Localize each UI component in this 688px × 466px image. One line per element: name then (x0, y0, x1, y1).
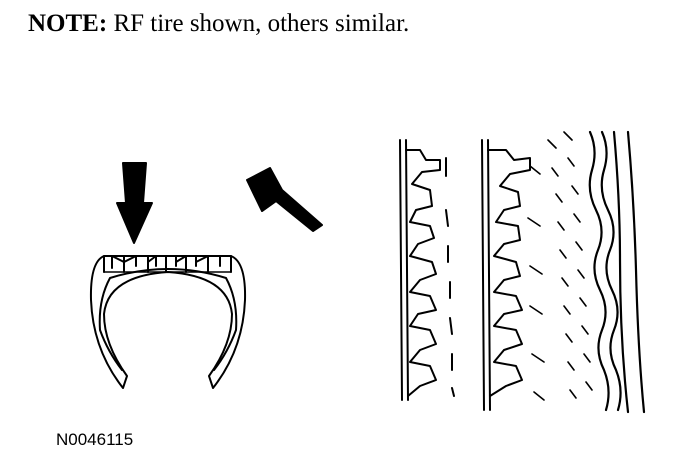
arrow-diagonal-icon (246, 167, 323, 232)
arrow-down-icon (116, 162, 153, 244)
figure-id: N0046115 (56, 430, 134, 449)
tire-cross-section-icon (89, 255, 247, 389)
tread-wear-closeup-icon (399, 130, 646, 414)
note-label: NOTE: (28, 10, 108, 37)
note-text: RF tire shown, others similar. (107, 10, 410, 37)
note-caption: NOTE: RF tire shown, others similar. (28, 10, 409, 38)
